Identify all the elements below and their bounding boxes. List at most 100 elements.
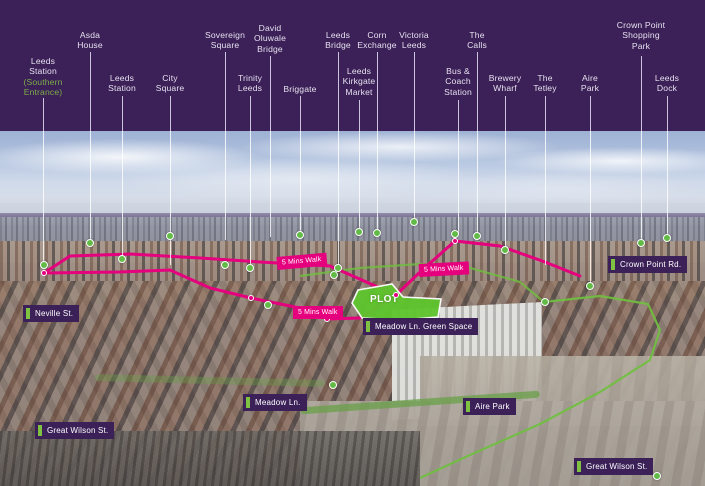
poi-leader-line-photo-17 — [641, 131, 642, 243]
street-label-5: Aire Park — [463, 398, 516, 415]
map-node-14[interactable] — [501, 246, 509, 254]
plot-label: PLOT — [370, 294, 399, 305]
poi-leader-line-photo-2 — [122, 131, 123, 259]
poi-label-3: City Square — [155, 73, 185, 94]
poi-leader-line-1 — [90, 52, 91, 131]
poi-label-4: Sovereign Square — [204, 30, 246, 51]
street-label-tick-icon — [611, 259, 615, 270]
map-node-1[interactable] — [118, 255, 126, 263]
poi-leader-line-17 — [641, 56, 642, 131]
poi-leader-line-photo-6 — [270, 131, 271, 237]
street-label-text: Meadow Ln. — [255, 397, 301, 407]
street-label-4: Great Wilson St. — [35, 422, 115, 439]
poi-label-7: Briggate — [283, 84, 317, 94]
poi-leader-line-16 — [590, 96, 591, 131]
street-label-tick-icon — [366, 321, 370, 332]
street-label-6: Great Wilson St. — [574, 458, 654, 475]
map-node-13[interactable] — [473, 232, 481, 240]
poi-leader-line-photo-5 — [250, 131, 251, 268]
street-label-1: Crown Point Rd. — [608, 256, 688, 273]
map-node-20[interactable] — [329, 381, 337, 389]
street-label-text: Great Wilson St. — [47, 425, 109, 435]
walk-route-node-0[interactable] — [41, 270, 47, 276]
street-label-2: Meadow Ln. Green Space — [363, 318, 479, 335]
poi-leader-line-photo-18 — [667, 131, 668, 238]
map-node-9[interactable] — [355, 228, 363, 236]
poi-leader-line-18 — [667, 96, 668, 131]
map-node-7[interactable] — [330, 271, 338, 279]
poi-leader-line-3 — [170, 96, 171, 131]
map-node-18[interactable] — [663, 234, 671, 242]
poi-leader-line-9 — [359, 100, 360, 131]
map-node-10[interactable] — [373, 229, 381, 237]
map-node-4[interactable] — [246, 264, 254, 272]
map-node-8[interactable] — [334, 264, 342, 272]
walk-time-label-1: 5 Mins Walk — [293, 306, 343, 319]
map-node-5[interactable] — [264, 301, 272, 309]
poi-leader-line-2 — [122, 96, 123, 131]
street-label-text: Aire Park — [475, 401, 510, 411]
street-label-text: Great Wilson St. — [586, 461, 648, 471]
map-node-16[interactable] — [586, 282, 594, 290]
poi-label-18: Leeds Dock — [654, 73, 680, 94]
street-label-0: Neville St. — [23, 305, 80, 322]
street-label-text: Crown Point Rd. — [620, 259, 682, 269]
poi-label-16: Aire Park — [580, 73, 600, 94]
poi-label-5: Trinity Leeds — [237, 73, 263, 94]
map-node-3[interactable] — [221, 261, 229, 269]
walk-route-node-4[interactable] — [452, 238, 458, 244]
poi-leader-line-4 — [225, 52, 226, 131]
walk-route-node-3[interactable] — [393, 292, 399, 298]
poi-leader-line-photo-15 — [545, 131, 546, 265]
poi-leader-line-6 — [270, 56, 271, 131]
poi-leader-line-7 — [300, 96, 301, 131]
map-node-17[interactable] — [637, 239, 645, 247]
street-label-tick-icon — [38, 425, 42, 436]
poi-leader-line-photo-0 — [43, 131, 44, 265]
poi-label-14: Brewery Wharf — [488, 73, 522, 94]
poi-leader-line-photo-16 — [590, 131, 591, 286]
poi-leader-line-11 — [414, 52, 415, 131]
poi-leader-line-14 — [505, 96, 506, 131]
street-label-text: Neville St. — [35, 308, 74, 318]
poi-leader-line-0 — [43, 98, 44, 131]
map-node-12[interactable] — [451, 230, 459, 238]
poi-leader-line-photo-3 — [170, 131, 171, 265]
poi-label-0: Leeds Station(Southern Entrance) — [0, 56, 86, 98]
poi-header-band: Leeds Station(Southern Entrance)Asda Hou… — [0, 0, 705, 131]
poi-leader-line-photo-8 — [338, 131, 339, 268]
street-label-tick-icon — [466, 401, 470, 412]
poi-label-1: Asda House — [77, 30, 103, 51]
street-label-tick-icon — [26, 308, 30, 319]
street-label-3: Meadow Ln. — [243, 394, 307, 411]
poi-leader-line-photo-7 — [300, 131, 301, 235]
map-node-21[interactable] — [653, 472, 661, 480]
walk-time-label-2: 5 Mins Walk — [418, 261, 469, 277]
street-label-tick-icon — [577, 461, 581, 472]
walk-route-node-1[interactable] — [248, 295, 254, 301]
poi-label-8: Leeds Bridge — [325, 30, 351, 51]
map-node-15[interactable] — [541, 298, 549, 306]
poi-leader-line-photo-1 — [90, 131, 91, 243]
poi-leader-line-photo-4 — [225, 131, 226, 240]
street-label-text: Meadow Ln. Green Space — [375, 321, 473, 331]
poi-leader-line-photo-13 — [458, 131, 459, 234]
map-node-2[interactable] — [166, 232, 174, 240]
poi-leader-line-15 — [545, 96, 546, 131]
poi-leader-line-photo-12 — [477, 131, 478, 236]
poi-label-2: Leeds Station — [108, 73, 136, 94]
map-node-0[interactable] — [40, 261, 48, 269]
map-node-11[interactable] — [410, 218, 418, 226]
map-node-19[interactable] — [86, 239, 94, 247]
map-node-6[interactable] — [296, 231, 304, 239]
poi-leader-line-photo-11 — [414, 131, 415, 222]
poi-label-11: Victoria Leeds — [399, 30, 429, 51]
poi-label-9: Leeds Kirkgate Market — [342, 66, 376, 97]
poi-leader-line-photo-10 — [377, 131, 378, 233]
poi-leader-line-5 — [250, 96, 251, 131]
rail-corridor — [0, 431, 420, 486]
poi-label-17: Crown Point Shopping Park — [616, 20, 666, 51]
poi-sublabel-0: (Southern Entrance) — [23, 76, 63, 98]
poi-leader-line-8 — [338, 52, 339, 131]
